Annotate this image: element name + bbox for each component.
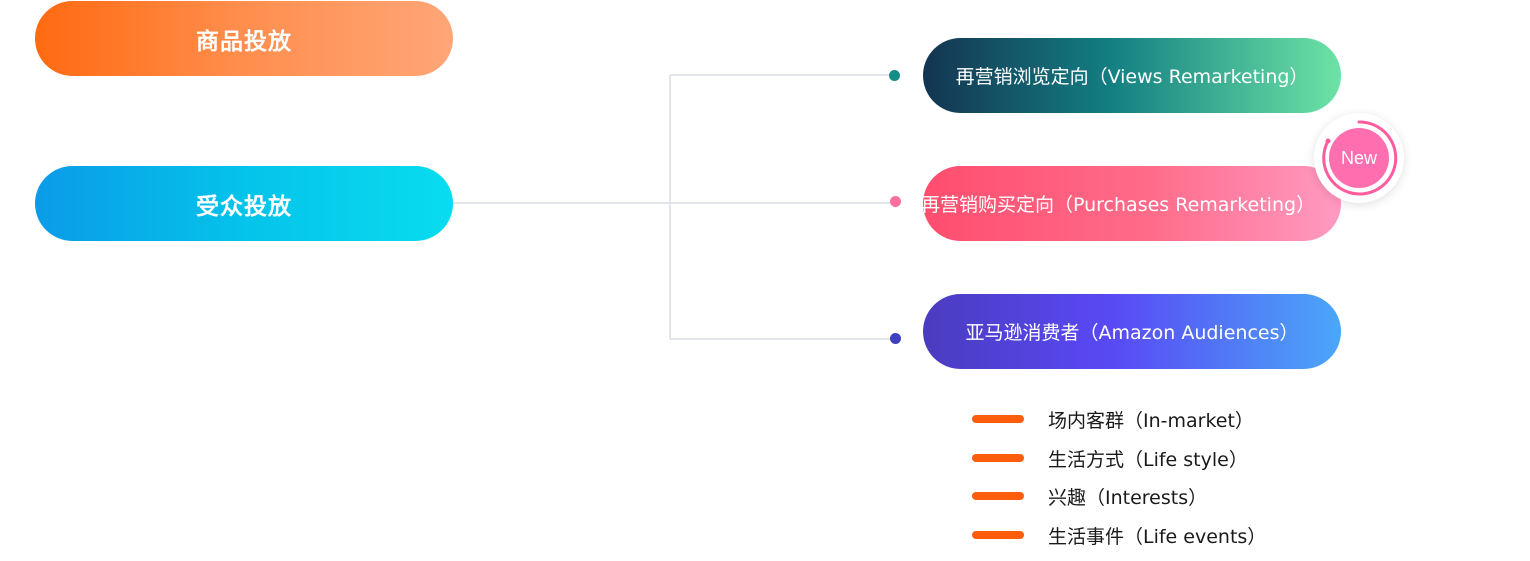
node-product-targeting-label: 商品投放	[196, 28, 292, 55]
sub-item-label: 场内客群（In-market）	[1048, 409, 1254, 432]
node-amazon-audiences[interactable]: 亚马逊消费者（Amazon Audiences）	[923, 294, 1341, 369]
node-audience-targeting-label: 受众投放	[196, 193, 292, 220]
node-purchases-remarketing[interactable]: 再营销购买定向（Purchases Remarketing）	[921, 166, 1341, 241]
node-audience-targeting[interactable]: 受众投放	[35, 166, 453, 241]
new-badge-icon	[1322, 120, 1398, 196]
bullet-bar-icon	[972, 531, 1024, 539]
node-purchases-remarketing-label: 再营销购买定向（Purchases Remarketing）	[921, 194, 1316, 216]
dot-amazon	[890, 333, 901, 344]
new-badge-label: New	[1340, 147, 1377, 168]
new-badge: New	[1314, 113, 1404, 203]
bullet-bar-icon	[972, 492, 1024, 500]
sub-item-label: 兴趣（Interests）	[1048, 486, 1208, 509]
bullet-bar-icon	[972, 454, 1024, 462]
sub-item-label: 生活方式（Life style）	[1048, 448, 1248, 471]
dot-views	[889, 70, 900, 81]
node-amazon-audiences-label: 亚马逊消费者（Amazon Audiences）	[965, 322, 1299, 344]
node-product-targeting[interactable]: 商品投放	[35, 1, 453, 76]
list-item: 生活事件（Life events）	[972, 520, 1266, 550]
list-item: 兴趣（Interests）	[972, 481, 1207, 511]
node-views-remarketing[interactable]: 再营销浏览定向（Views Remarketing）	[923, 38, 1341, 113]
node-views-remarketing-label: 再营销浏览定向（Views Remarketing）	[955, 66, 1309, 88]
sub-item-label: 生活事件（Life events）	[1048, 525, 1267, 548]
list-item: 场内客群（In-market）	[972, 404, 1254, 434]
list-item: 生活方式（Life style）	[972, 443, 1248, 473]
bullet-bar-icon	[972, 415, 1024, 423]
dot-purchases	[890, 196, 901, 207]
